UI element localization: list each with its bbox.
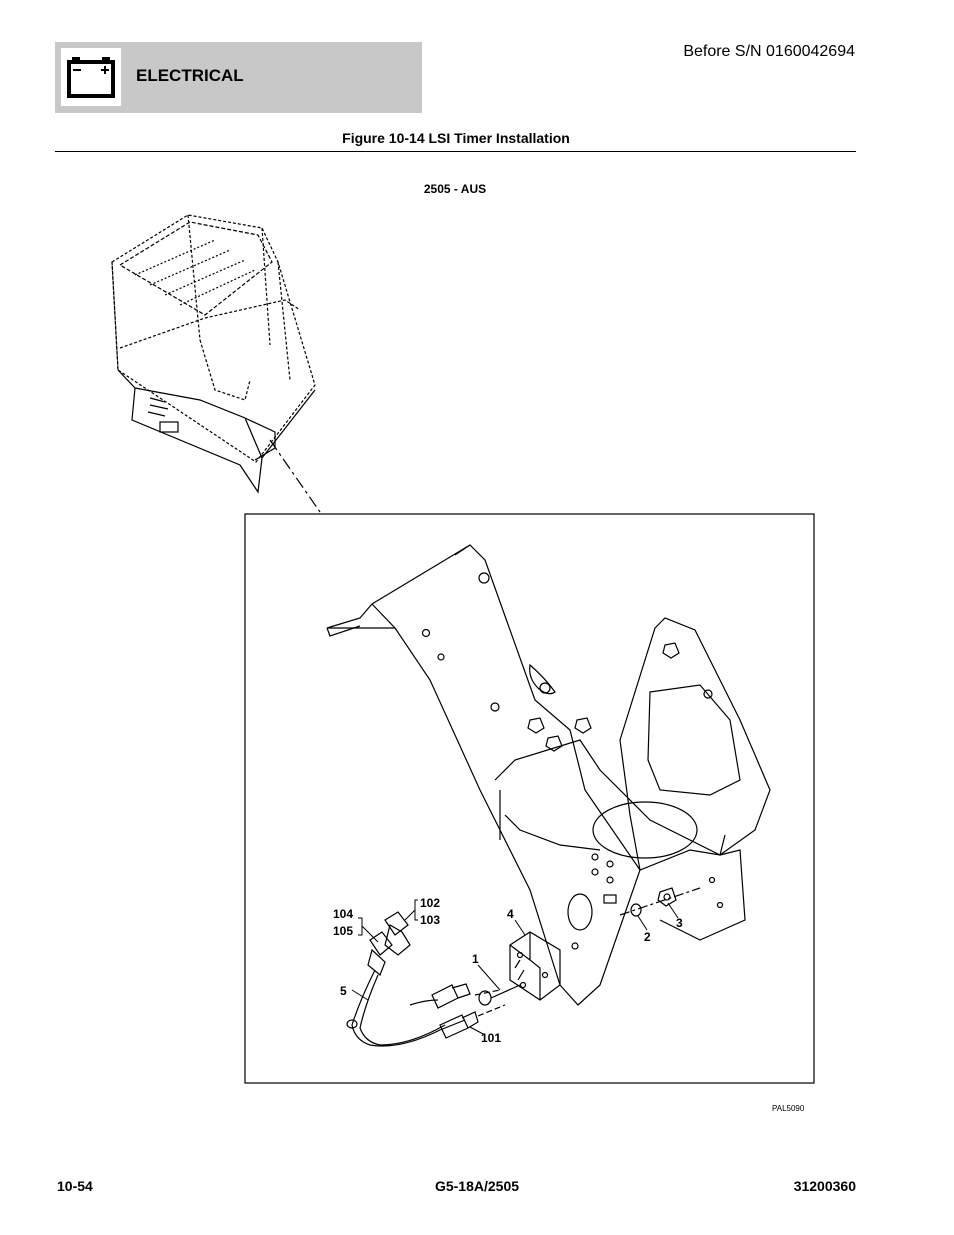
manual-number: 31200360	[793, 1178, 856, 1194]
timer-mount-bracket-illustration	[326, 544, 771, 1006]
callout-105: 105	[333, 924, 353, 938]
battery-icon	[61, 48, 121, 106]
callout-1: 1	[472, 952, 479, 966]
serial-number-note: Before S/N 0160042694	[683, 43, 855, 60]
section-title: ELECTRICAL	[136, 66, 244, 85]
cab-overview-illustration	[111, 214, 321, 513]
drawing-id: PAL5090	[772, 1104, 805, 1113]
lsi-timer-module-illustration	[509, 931, 561, 1001]
callout-101: 101	[481, 1031, 501, 1045]
wiring-harness-illustration	[346, 911, 521, 1047]
callout-102: 102	[420, 896, 440, 910]
callout-2: 2	[644, 930, 651, 944]
detail-frame	[244, 513, 815, 1084]
callout-4: 4	[507, 907, 514, 921]
callout-leader-lines	[351, 899, 679, 1036]
footer-model: G5-18A/2505	[434, 1178, 520, 1194]
callout-5: 5	[340, 984, 347, 998]
model-label: 2505 - AUS	[423, 182, 487, 196]
section-header: ELECTRICAL	[55, 42, 422, 113]
callout-3: 3	[676, 916, 683, 930]
callout-103: 103	[420, 913, 440, 927]
washer-and-nut-illustration	[619, 887, 701, 917]
callout-104: 104	[333, 907, 353, 921]
figure-title: Figure 10-14 LSI Timer Installation	[342, 130, 570, 146]
page-number: 10-54	[57, 1178, 93, 1194]
header-rule	[55, 151, 856, 152]
